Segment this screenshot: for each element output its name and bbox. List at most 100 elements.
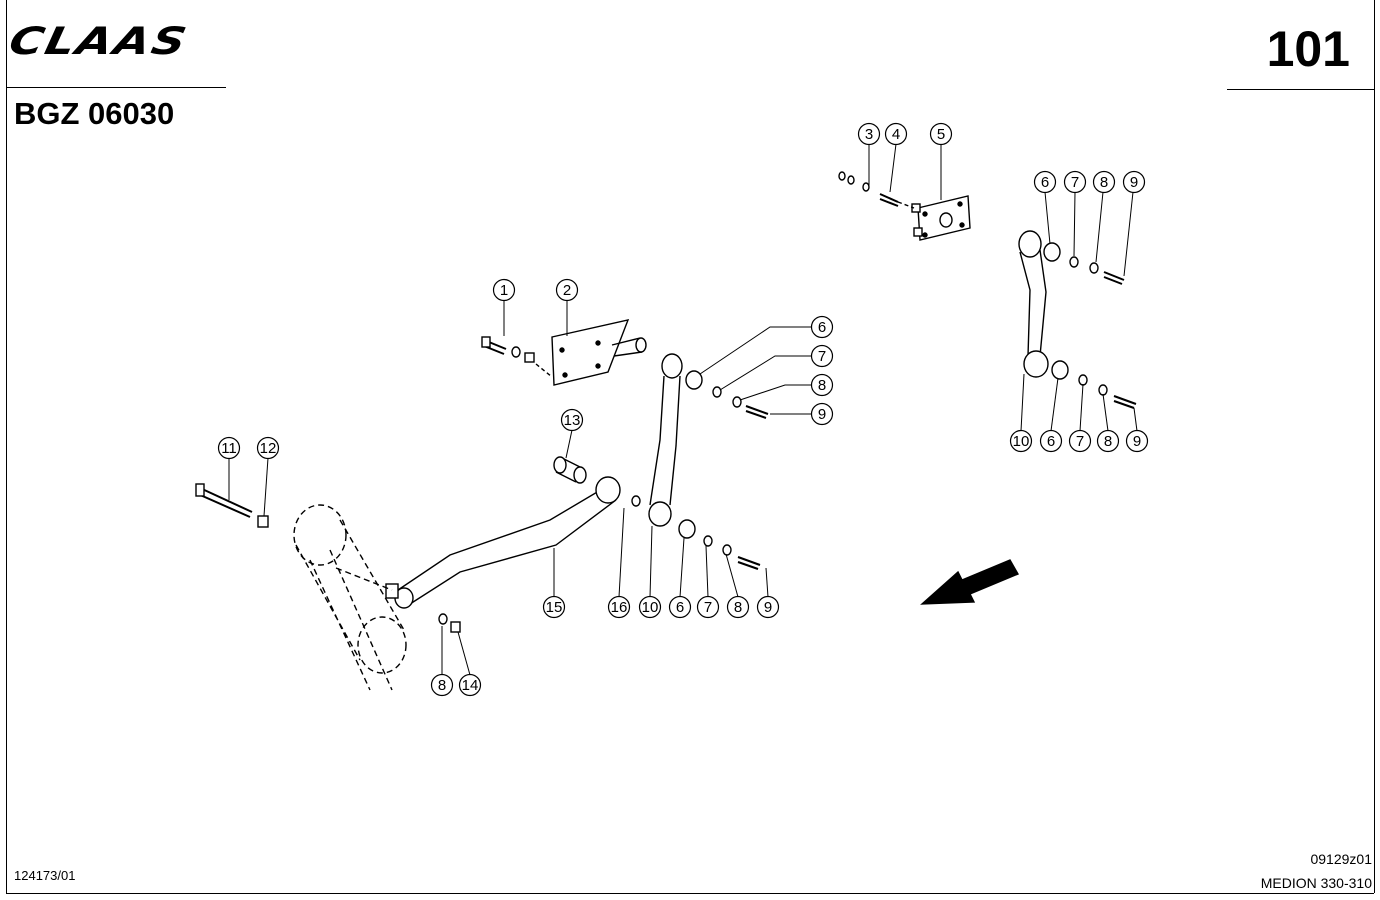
callout-6d: 6 bbox=[668, 595, 692, 619]
callout-label: 6 bbox=[1041, 174, 1049, 191]
callout-label: 9 bbox=[1133, 433, 1141, 450]
callout-9d: 9 bbox=[756, 595, 780, 619]
bushing-13 bbox=[553, 456, 587, 484]
callout-balloon bbox=[810, 315, 834, 339]
callout-10b: 10 bbox=[1009, 429, 1033, 453]
callout-balloon bbox=[1092, 170, 1116, 194]
callout-4: 4 bbox=[884, 122, 908, 146]
callout-label: 15 bbox=[546, 599, 563, 616]
callout-balloon bbox=[430, 673, 454, 697]
callout-balloon bbox=[542, 595, 566, 619]
callout-8b: 8 bbox=[1092, 170, 1116, 194]
callout-balloon bbox=[1096, 429, 1120, 453]
callout-6c: 6 bbox=[1039, 429, 1063, 453]
callout-label: 7 bbox=[1076, 433, 1084, 450]
callout-balloon bbox=[1033, 170, 1057, 194]
long-bolt-11 bbox=[195, 483, 269, 528]
group-code: BGZ 06030 bbox=[14, 96, 175, 131]
callout-label: 2 bbox=[563, 282, 571, 299]
frame-bottom-border bbox=[6, 893, 1374, 894]
callout-label: 6 bbox=[1047, 433, 1055, 450]
callout-balloon bbox=[1068, 429, 1092, 453]
callout-label: 7 bbox=[704, 599, 712, 616]
drawing-number: 124173/01 bbox=[14, 868, 76, 883]
callout-balloon bbox=[668, 595, 692, 619]
callout-15: 15 bbox=[542, 595, 566, 619]
callout-balloon bbox=[756, 595, 780, 619]
callout-10d: 10 bbox=[638, 595, 662, 619]
callout-2: 2 bbox=[555, 278, 579, 302]
callout-label: 10 bbox=[1013, 433, 1030, 450]
frame-right-border bbox=[1374, 0, 1375, 893]
leader-lines bbox=[228, 143, 1138, 676]
model-name: MEDION 330-310 bbox=[1260, 875, 1372, 891]
callout-label: 5 bbox=[937, 126, 945, 143]
callout-8c: 8 bbox=[1096, 429, 1120, 453]
callout-balloon bbox=[638, 595, 662, 619]
callout-balloon bbox=[884, 122, 908, 146]
callout-balloon bbox=[810, 344, 834, 368]
callout-label: 14 bbox=[462, 677, 479, 694]
callout-balloon bbox=[1039, 429, 1063, 453]
callout-3: 3 bbox=[857, 122, 881, 146]
callout-label: 10 bbox=[642, 599, 659, 616]
callout-9a: 9 bbox=[810, 402, 834, 426]
callout-balloon bbox=[492, 278, 516, 302]
callout-label: 9 bbox=[764, 599, 772, 616]
callout-9b: 9 bbox=[1122, 170, 1146, 194]
callout-label: 8 bbox=[818, 377, 826, 394]
callout-6a: 6 bbox=[810, 315, 834, 339]
callout-balloon bbox=[810, 402, 834, 426]
callout-label: 12 bbox=[260, 440, 277, 457]
callout-balloon bbox=[1122, 170, 1146, 194]
direction-arrow bbox=[920, 559, 1020, 605]
callout-balloon bbox=[555, 278, 579, 302]
callout-balloon bbox=[1125, 429, 1149, 453]
callout-label: 6 bbox=[676, 599, 684, 616]
callout-balloon bbox=[217, 436, 241, 460]
callout-5: 5 bbox=[929, 122, 953, 146]
callout-7a: 7 bbox=[810, 344, 834, 368]
callout-balloon bbox=[726, 595, 750, 619]
callout-label: 9 bbox=[818, 406, 826, 423]
callout-balloon bbox=[560, 408, 584, 432]
bolt-washer-nut-1 bbox=[481, 336, 553, 378]
callout-8a: 8 bbox=[810, 373, 834, 397]
callout-8d: 8 bbox=[726, 595, 750, 619]
callout-9c: 9 bbox=[1125, 429, 1149, 453]
header-rule-right bbox=[1227, 89, 1374, 90]
link-arm-middle bbox=[631, 353, 769, 570]
callout-14: 14 bbox=[458, 673, 482, 697]
callout-label: 11 bbox=[221, 440, 237, 457]
callout-label: 6 bbox=[818, 319, 826, 336]
header-rule-left bbox=[6, 87, 226, 88]
callout-balloon bbox=[857, 122, 881, 146]
callout-label: 8 bbox=[438, 677, 446, 694]
callout-label: 7 bbox=[818, 348, 826, 365]
callout-7d: 7 bbox=[696, 595, 720, 619]
bracket-5 bbox=[838, 171, 971, 241]
callout-balloon bbox=[458, 673, 482, 697]
callout-balloon bbox=[1063, 170, 1087, 194]
main-lever-15 bbox=[385, 476, 621, 633]
callout-13: 13 bbox=[560, 408, 584, 432]
callout-balloon bbox=[256, 436, 280, 460]
callout-label: 16 bbox=[611, 599, 628, 616]
page-number: 101 bbox=[1266, 21, 1350, 77]
callout-label: 9 bbox=[1130, 174, 1138, 191]
callout-label: 4 bbox=[892, 126, 900, 143]
mounting-plate-2 bbox=[551, 319, 647, 386]
callout-balloon bbox=[607, 595, 631, 619]
image-number: 09129z01 bbox=[1310, 851, 1372, 867]
callout-11: 11 bbox=[217, 436, 241, 460]
callout-12: 12 bbox=[256, 436, 280, 460]
callout-label: 8 bbox=[734, 599, 742, 616]
dashed-shaft-outline bbox=[293, 504, 407, 691]
frame-left-border bbox=[6, 0, 7, 893]
callout-label: 7 bbox=[1071, 174, 1079, 191]
callout-balloon bbox=[810, 373, 834, 397]
callout-7c: 7 bbox=[1068, 429, 1092, 453]
callout-label: 8 bbox=[1104, 433, 1112, 450]
